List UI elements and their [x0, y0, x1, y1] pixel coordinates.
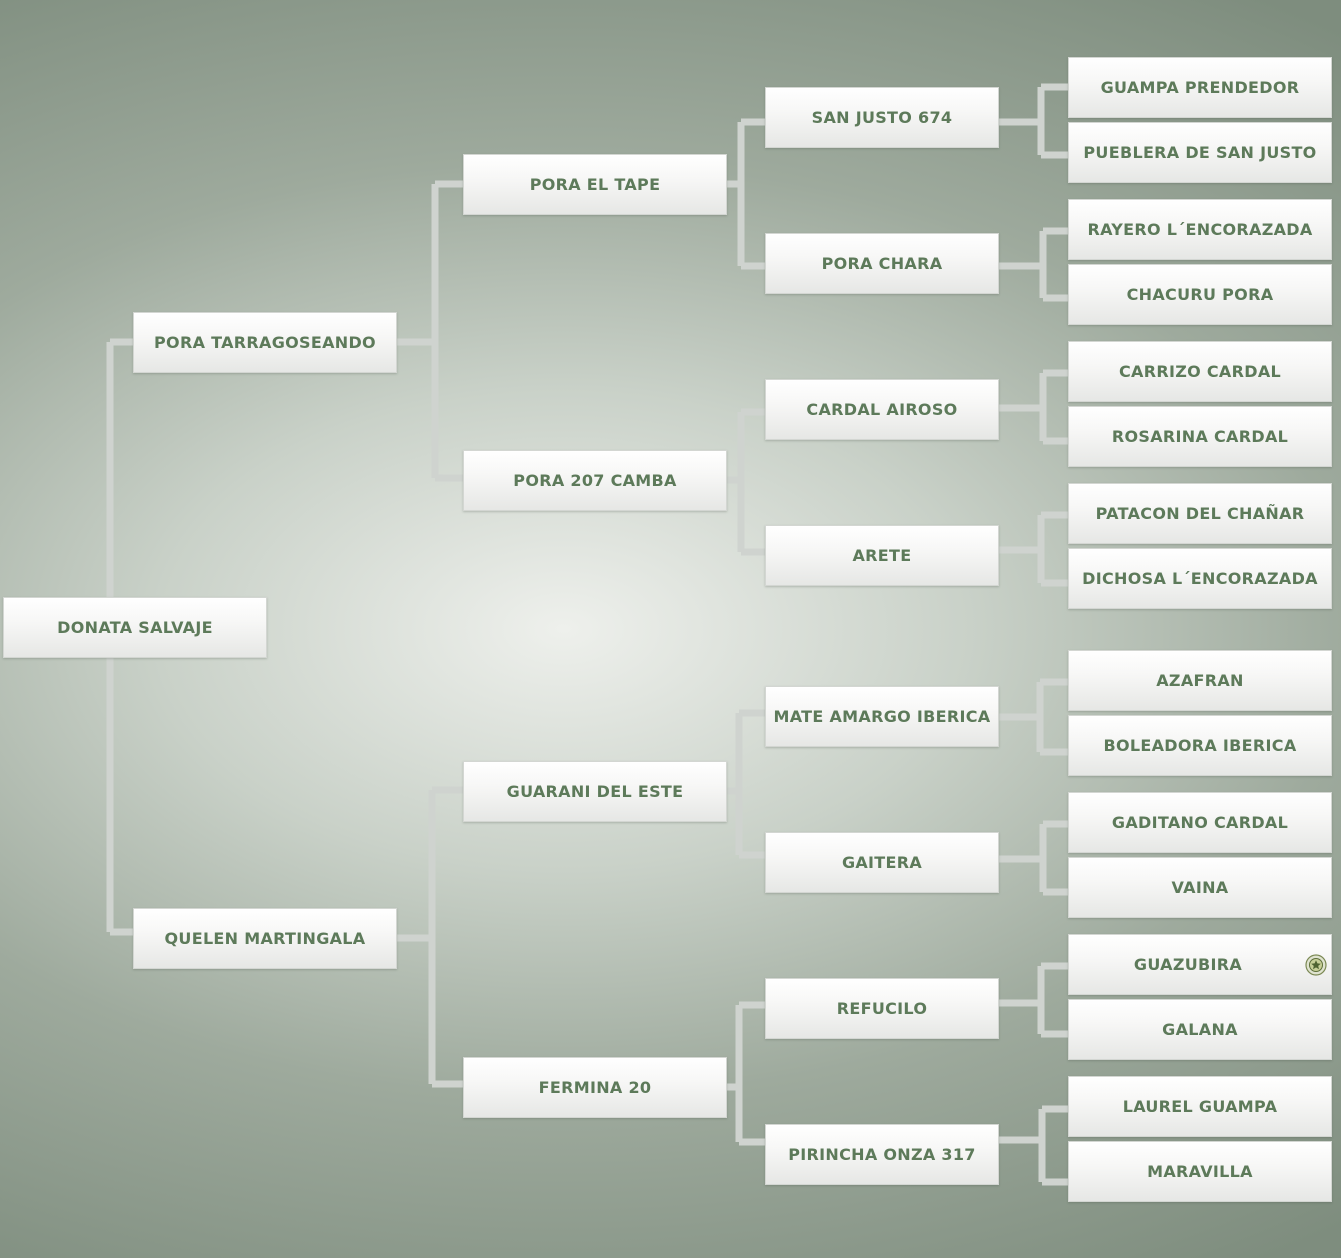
great-great-grandparent-box[interactable]: CHACURU PORA	[1068, 264, 1332, 325]
sire-name: PORA TARRAGOSEANDO	[154, 333, 376, 352]
great-great-grandparent-name: CARRIZO CARDAL	[1119, 362, 1281, 381]
great-grandparent-name: GAITERA	[841, 853, 923, 872]
subject-horse-name: DONATA SALVAJE	[57, 618, 213, 637]
great-great-grandparent-box[interactable]: PUEBLERA DE SAN JUSTO	[1068, 122, 1332, 183]
great-grandparent-name: SAN JUSTO 674	[811, 108, 953, 127]
great-great-grandparent-name: GALANA	[1162, 1020, 1238, 1039]
great-grandparent-box[interactable]: REFUCILO	[765, 978, 999, 1039]
great-great-grandparent-box[interactable]: RAYERO L´ENCORAZADA	[1068, 199, 1332, 260]
great-great-grandparent-name: VAINA	[1171, 878, 1229, 897]
great-great-grandparent-name: BOLEADORA IBERICA	[1103, 736, 1297, 755]
connector-ggp3	[999, 369, 1068, 445]
great-great-grandparent-name: RAYERO L´ENCORAZADA	[1087, 220, 1313, 239]
great-great-grandparent-box[interactable]: VAINA	[1068, 857, 1332, 918]
sire-box[interactable]: PORA TARRAGOSEANDO	[133, 312, 397, 373]
great-great-grandparent-name: GUAMPA PRENDEDOR	[1100, 78, 1300, 97]
great-grandparent-box[interactable]: PORA CHARA	[765, 233, 999, 294]
medal-icon	[1305, 953, 1327, 976]
great-great-grandparent-box[interactable]: GUAZUBIRA	[1068, 934, 1332, 995]
great-great-grandparent-box[interactable]: MARAVILLA	[1068, 1141, 1332, 1202]
great-great-grandparent-name: LAUREL GUAMPA	[1122, 1097, 1278, 1116]
great-great-grandparent-name: ROSARINA CARDAL	[1111, 427, 1289, 446]
connector-dam-grandparents	[397, 786, 463, 1088]
connector-ggp4	[999, 511, 1068, 587]
connector-ggp2	[999, 227, 1068, 302]
grandparent-box[interactable]: GUARANI DEL ESTE	[463, 761, 727, 822]
great-grandparent-name: PIRINCHA ONZA 317	[788, 1145, 976, 1164]
grandparent-box[interactable]: PORA 207 CAMBA	[463, 450, 727, 511]
great-great-grandparent-name: PUEBLERA DE SAN JUSTO	[1083, 143, 1317, 162]
great-grandparent-box[interactable]: ARETE	[765, 525, 999, 586]
connector-gp2	[727, 408, 765, 556]
great-great-grandparent-name: GADITANO CARDAL	[1111, 813, 1289, 832]
connector-ggp6	[999, 820, 1068, 896]
great-great-grandparent-box[interactable]: CARRIZO CARDAL	[1068, 341, 1332, 402]
great-great-grandparent-box[interactable]: PATACON DEL CHAÑAR	[1068, 483, 1332, 544]
connector-gp1	[727, 118, 765, 270]
great-great-grandparent-name: GUAZUBIRA	[1133, 955, 1243, 974]
great-grandparent-name: REFUCILO	[836, 999, 928, 1018]
connector-ggp1	[999, 83, 1068, 159]
great-great-grandparent-box[interactable]: DICHOSA L´ENCORAZADA	[1068, 548, 1332, 609]
great-great-grandparent-box[interactable]: GADITANO CARDAL	[1068, 792, 1332, 853]
great-grandparent-name: CARDAL AIROSO	[806, 400, 958, 419]
connector-ggp7	[999, 962, 1068, 1038]
great-grandparent-box[interactable]: CARDAL AIROSO	[765, 379, 999, 440]
great-great-grandparent-box[interactable]: GALANA	[1068, 999, 1332, 1060]
great-great-grandparent-name: MARAVILLA	[1147, 1162, 1253, 1181]
grandparent-name: FERMINA 20	[538, 1078, 652, 1097]
connector-sire-grandparents	[397, 180, 463, 482]
great-grandparent-box[interactable]: GAITERA	[765, 832, 999, 893]
great-grandparent-name: ARETE	[852, 546, 912, 565]
great-grandparent-name: PORA CHARA	[821, 254, 943, 273]
grandparent-box[interactable]: PORA EL TAPE	[463, 154, 727, 215]
great-great-grandparent-name: AZAFRAN	[1156, 671, 1244, 690]
great-great-grandparent-box[interactable]: AZAFRAN	[1068, 650, 1332, 711]
grandparent-name: GUARANI DEL ESTE	[506, 782, 684, 801]
grandparent-name: PORA EL TAPE	[529, 175, 661, 194]
great-grandparent-box[interactable]: PIRINCHA ONZA 317	[765, 1124, 999, 1185]
dam-box[interactable]: QUELEN MARTINGALA	[133, 908, 397, 969]
great-great-grandparent-name: PATACON DEL CHAÑAR	[1095, 504, 1305, 523]
great-grandparent-box[interactable]: MATE AMARGO IBERICA	[765, 686, 999, 747]
connector-gp4	[727, 1001, 765, 1146]
great-great-grandparent-box[interactable]: LAUREL GUAMPA	[1068, 1076, 1332, 1137]
connector-ggp8	[999, 1105, 1068, 1186]
subject-horse-box[interactable]: DONATA SALVAJE	[3, 597, 267, 658]
great-great-grandparent-name: DICHOSA L´ENCORAZADA	[1082, 569, 1318, 588]
dam-name: QUELEN MARTINGALA	[164, 929, 366, 948]
great-great-grandparent-box[interactable]: ROSARINA CARDAL	[1068, 406, 1332, 467]
connector-gp3	[727, 709, 765, 859]
great-great-grandparent-name: CHACURU PORA	[1126, 285, 1274, 304]
great-grandparent-name: MATE AMARGO IBERICA	[773, 707, 991, 726]
connector-ggp5	[999, 678, 1068, 756]
grandparent-name: PORA 207 CAMBA	[513, 471, 677, 490]
grandparent-box[interactable]: FERMINA 20	[463, 1057, 727, 1118]
great-great-grandparent-box[interactable]: BOLEADORA IBERICA	[1068, 715, 1332, 776]
great-grandparent-box[interactable]: SAN JUSTO 674	[765, 87, 999, 148]
great-great-grandparent-box[interactable]: GUAMPA PRENDEDOR	[1068, 57, 1332, 118]
